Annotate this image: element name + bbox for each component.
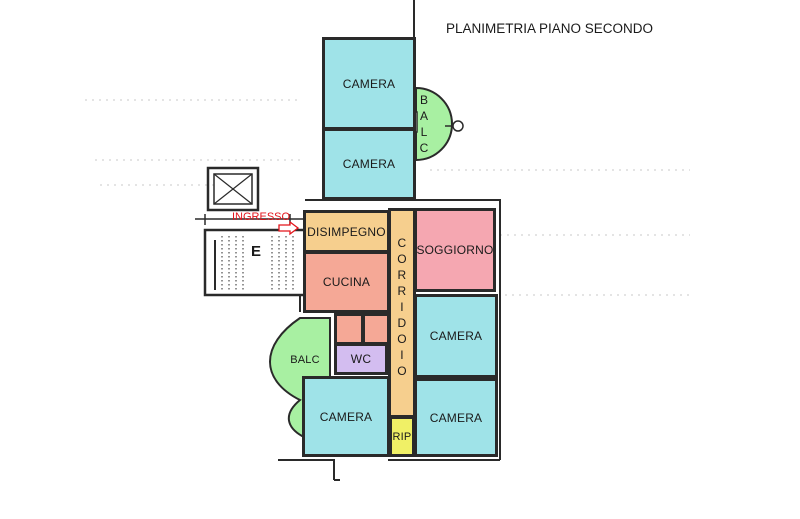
room-label: BALC: [290, 354, 320, 366]
corridor-letter: R: [397, 268, 407, 282]
corridor-letter: O: [397, 332, 407, 346]
balcony-left-label-box: BALC: [283, 348, 327, 372]
room-rip: RIP: [389, 416, 415, 457]
room-label: DISIMPEGNO: [307, 224, 386, 239]
outer-walls: [278, 199, 501, 481]
room-camera-top: CAMERA: [322, 37, 416, 130]
balcony-letter: A: [419, 109, 428, 123]
corridor-label: C O R R I D O I O: [397, 235, 407, 379]
corridor-letter: R: [397, 284, 407, 298]
corridor: C O R R I D O I O: [388, 208, 416, 418]
entrance-label: INGRESSO: [232, 211, 291, 223]
room-label: SOGGIORNO: [416, 243, 494, 257]
plan-title: PLANIMETRIA PIANO SECONDO: [446, 21, 654, 36]
corridor-letter: O: [397, 252, 407, 266]
corridor-letter: I: [400, 348, 404, 362]
room-label: CAMERA: [429, 329, 483, 343]
corridor-letter: O: [397, 364, 407, 378]
balcony-letter: C: [419, 141, 429, 155]
corridor-letter: D: [397, 316, 407, 330]
room-label: CAMERA: [342, 76, 396, 91]
stair-letter: E: [251, 243, 262, 260]
balcony-letter: L: [420, 125, 428, 139]
background-traces: [85, 99, 690, 296]
corridor-letter: C: [397, 236, 407, 250]
bathroom-upper-right: [362, 313, 390, 345]
room-label: CUCINA: [322, 275, 371, 289]
balcony-top-knob: [452, 120, 464, 132]
entrance-arrow-icon: [278, 220, 300, 236]
room-label: RIP: [392, 430, 412, 443]
room-label: CAMERA: [342, 157, 396, 171]
room-camera-bottom-left: CAMERA: [302, 376, 390, 457]
room-camera-bottom-right: CAMERA: [414, 378, 498, 457]
bathroom-upper-left: [334, 313, 364, 345]
room-label: CAMERA: [429, 410, 483, 425]
room-camera-mid-right: CAMERA: [414, 294, 498, 378]
room-cucina: CUCINA: [303, 251, 390, 313]
room-label: WC: [350, 352, 372, 366]
room-camera-second: CAMERA: [322, 128, 416, 200]
corridor-letter: I: [400, 300, 404, 314]
room-wc: WC: [334, 343, 388, 375]
room-disimpegno: DISIMPEGNO: [303, 210, 390, 253]
room-soggiorno: SOGGIORNO: [414, 208, 496, 292]
balcony-top-label: B A L C: [418, 92, 430, 156]
room-label: CAMERA: [319, 409, 373, 424]
balcony-letter: B: [419, 93, 428, 107]
